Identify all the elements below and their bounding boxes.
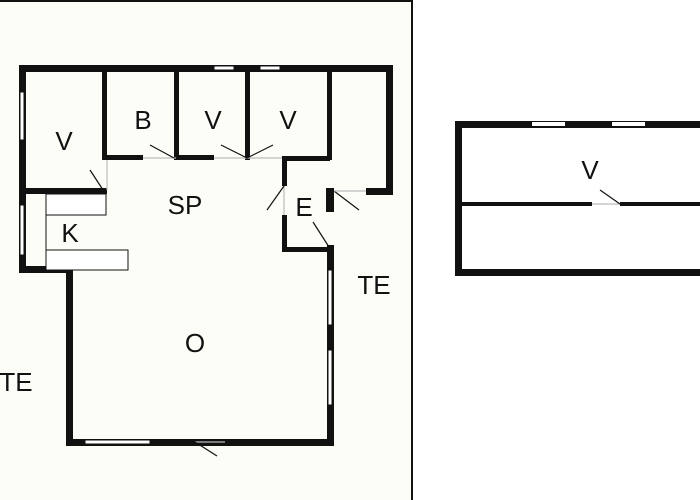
room-label-v3: V [279, 105, 297, 135]
room-label-sp: SP [168, 190, 203, 220]
room-label-o: O [185, 328, 205, 358]
room-label-b: B [134, 105, 151, 135]
annex-room-label-v: V [581, 155, 599, 185]
room-label-k: K [61, 218, 79, 248]
room-label-v2: V [204, 105, 222, 135]
terrace-label-left: TE [0, 367, 33, 397]
windows [19, 65, 333, 445]
room-label-e: E [295, 192, 312, 222]
room-label-v1: V [55, 126, 73, 156]
annex-building [455, 121, 700, 276]
doors [89, 144, 366, 457]
terrace-label-right: TE [357, 270, 390, 300]
kitchen-counters [45, 193, 129, 271]
